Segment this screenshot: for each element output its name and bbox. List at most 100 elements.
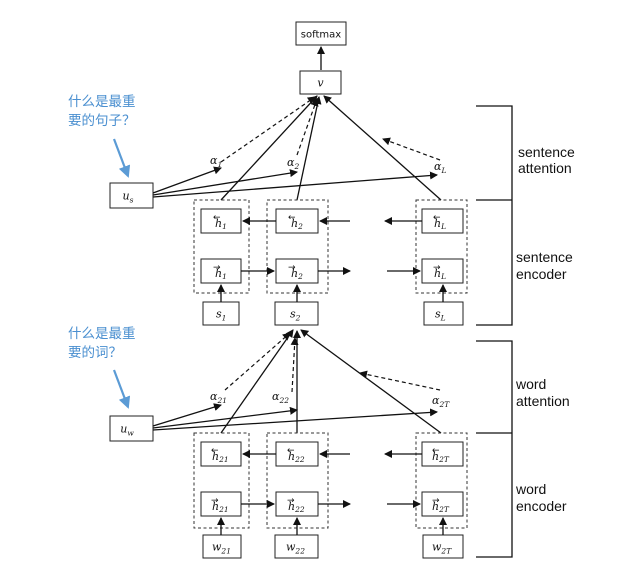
- svg-text:h1: h1: [215, 267, 227, 281]
- svg-text:→: →: [288, 263, 296, 273]
- us-to-alpha2-line: [152, 169, 298, 196]
- word-question-line-2: 要的词？: [68, 345, 122, 361]
- sentence-question: 什么是最重 要的句子？: [68, 94, 136, 129]
- sentence-group-1: [193, 199, 250, 294]
- h2T-to-s2-line: [300, 329, 442, 434]
- word-group-T: [415, 432, 468, 529]
- word-forward-h22: → h22: [275, 491, 319, 517]
- word-backward-h22: ← h22: [275, 441, 319, 467]
- word-question: 什么是最重 要的词？: [68, 326, 136, 361]
- svg-text:←: ←: [433, 213, 441, 223]
- h1-to-v-line: [220, 95, 318, 201]
- svg-text:h2: h2: [291, 217, 303, 231]
- word-encoder-label-1: word: [515, 481, 546, 497]
- svg-text:→: →: [213, 263, 221, 273]
- word-context-node: uw: [109, 415, 154, 442]
- sentence-forward-hL: → hL: [421, 258, 464, 284]
- sentence-question-line-2: 要的句子？: [68, 113, 136, 129]
- softmax-label: softmax: [301, 30, 341, 41]
- svg-text:h2T: h2T: [432, 450, 450, 464]
- sentence-encoder-label-1: sentence: [516, 249, 573, 265]
- svg-text:s1: s1: [216, 308, 226, 323]
- svg-text:←: ←: [287, 446, 295, 456]
- alpha-2-label: α2: [287, 156, 299, 171]
- sentence-forward-h1: → h1: [200, 258, 242, 284]
- word-forward-h21: → h21: [200, 491, 242, 517]
- svg-text:w22: w22: [286, 541, 305, 556]
- svg-text:w21: w21: [212, 541, 231, 556]
- svg-text:h22: h22: [288, 450, 305, 464]
- uw-to-alpha21-line: [152, 403, 222, 427]
- alphaL-dashed-arrow: [382, 137, 441, 161]
- svg-text:s2: s2: [290, 308, 301, 323]
- h2-to-v-line: [296, 96, 322, 201]
- alpha-21-label: α21: [210, 390, 227, 405]
- word-attention-label-1: word: [515, 376, 546, 392]
- sentence-encoder-label-2: encoder: [516, 266, 567, 282]
- svg-text:h22: h22: [288, 500, 305, 514]
- svg-text:hL: hL: [434, 217, 446, 231]
- svg-text:h1: h1: [215, 217, 227, 231]
- svg-text:w2T: w2T: [432, 541, 452, 556]
- word-question-line-1: 什么是最重: [68, 326, 136, 342]
- word-attention-label-2: attention: [516, 393, 570, 409]
- alpha22-dashed-arrow: [290, 337, 299, 393]
- alpha-1-label: α1: [210, 154, 222, 169]
- uw-to-alpha22-line: [152, 406, 298, 429]
- svg-text:h21: h21: [212, 450, 229, 464]
- alpha-L-label: αL: [434, 160, 446, 175]
- sentence-question-arrow: [112, 138, 131, 178]
- sentence-backward-hL: ← hL: [421, 208, 464, 234]
- us-label: us: [123, 190, 134, 205]
- sentence-input-s1: s1: [202, 301, 240, 326]
- uw-label: uw: [120, 423, 134, 438]
- word-backward-h2T: ← h2T: [421, 441, 464, 467]
- word-question-arrow: [112, 369, 131, 409]
- sentence-question-line-1: 什么是最重: [68, 94, 136, 110]
- h21-to-s2-line: [220, 329, 294, 434]
- alpha-22-label: α22: [272, 390, 289, 405]
- hL-to-v-line: [323, 95, 442, 201]
- svg-text:←: ←: [432, 446, 440, 456]
- svg-text:←: ←: [288, 213, 296, 223]
- svg-text:←: ←: [213, 213, 221, 223]
- svg-text:→: →: [432, 496, 440, 506]
- word-backward-h21: ← h21: [200, 441, 242, 467]
- word-forward-h2T: → h2T: [421, 491, 464, 517]
- word-bracket: [476, 340, 513, 558]
- uw-to-alpha2T-line: [152, 408, 438, 431]
- word-input-w21: w21: [202, 534, 242, 559]
- svg-text:→: →: [211, 496, 219, 506]
- word-group-2: [266, 432, 329, 529]
- sentence-backward-h2: ← h2: [275, 208, 319, 234]
- svg-text:hL: hL: [434, 267, 446, 281]
- svg-text:→: →: [287, 496, 295, 506]
- svg-text:sL: sL: [435, 308, 446, 323]
- sentence-attention-label-1: sentence: [518, 144, 575, 160]
- svg-text:h21: h21: [212, 500, 229, 514]
- svg-text:→: →: [433, 263, 441, 273]
- word-encoder-label-2: encoder: [516, 498, 567, 514]
- sentence-attention-label-2: attention: [518, 160, 572, 176]
- alpha2-dashed-arrow: [296, 98, 319, 156]
- svg-text:h2T: h2T: [432, 500, 450, 514]
- v-node: v: [299, 70, 342, 95]
- softmax-node: softmax: [295, 21, 347, 46]
- alpha21-dashed-arrow: [224, 332, 291, 391]
- v-label: v: [317, 77, 324, 90]
- us-to-alphaL-line: [152, 171, 438, 198]
- svg-text:←: ←: [211, 446, 219, 456]
- us-to-alpha1-line: [152, 166, 222, 194]
- svg-text:h2: h2: [291, 267, 303, 281]
- sentence-forward-h2: → h2: [275, 258, 319, 284]
- sentence-bracket: [476, 105, 513, 326]
- alpha1-dashed-arrow: [220, 96, 316, 163]
- sentence-context-node: us: [109, 182, 154, 209]
- sentence-backward-h1: ← h1: [200, 208, 242, 234]
- sentence-input-sL: sL: [423, 301, 464, 326]
- sentence-input-s2: s2: [274, 301, 319, 326]
- alpha-2T-label: α2T: [432, 394, 450, 409]
- word-input-w2T: w2T: [422, 534, 464, 559]
- word-input-w22: w22: [274, 534, 319, 559]
